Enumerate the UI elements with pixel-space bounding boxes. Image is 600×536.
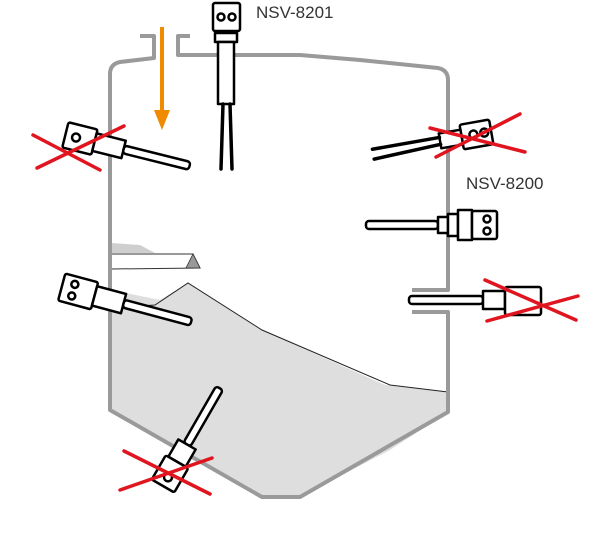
sensor-right-upper bbox=[370, 118, 495, 161]
incorrect-mark-left-upper bbox=[31, 124, 126, 172]
sensor-top-nsv-8201 bbox=[211, 1, 242, 171]
filling-arrow bbox=[154, 27, 170, 130]
label-nsv-8200: NSV-8200 bbox=[466, 174, 544, 193]
incorrect-mark-right-nozzle bbox=[483, 278, 580, 323]
sensor-left-lower bbox=[57, 272, 193, 327]
incorrect-mark-bottom-cone bbox=[118, 449, 214, 496]
incorrect-mark-right-upper bbox=[428, 112, 527, 159]
baffle-tip bbox=[185, 253, 201, 269]
sensor-right-middle-nsv-8200 bbox=[364, 208, 499, 242]
vessel-wall bbox=[108, 34, 450, 499]
label-nsv-8201: NSV-8201 bbox=[256, 3, 334, 22]
baffle-shelf bbox=[111, 243, 155, 253]
sensor-left-upper bbox=[61, 121, 192, 171]
bulk-material bbox=[111, 283, 448, 497]
